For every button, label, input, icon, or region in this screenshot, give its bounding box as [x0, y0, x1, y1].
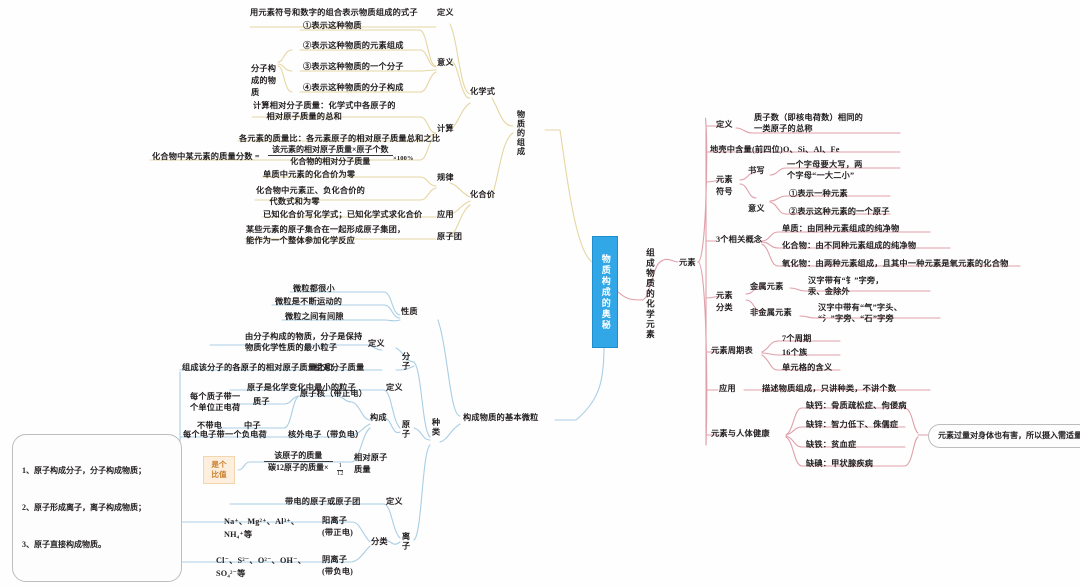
text-health-iron: 缺铁：贫血症	[806, 440, 857, 449]
label-element-definition[interactable]: 定义	[716, 120, 733, 129]
text-formula-calc-1: 计算相对分子质量：化学式中各原子的 相对原子质量的总和	[253, 101, 396, 121]
label-atom-structure[interactable]: 构成	[370, 413, 387, 422]
branch-particles-label[interactable]: 构成物质的基本微粒	[463, 413, 539, 422]
text-symbol-writing: 一个字母要大写，两 个字母“一大二小”	[787, 160, 863, 180]
text-valence-rule-2: 化合物中元素正、负化合价的 代数式和为零	[256, 186, 366, 206]
legend-line-1: 1、原子构成分子，分子构成物质；	[22, 465, 146, 475]
label-extranuclear-electron: 核外电子（带负电）	[288, 430, 364, 439]
text-formula-calc-2: 各元素的质量比：各元素原子的相对原子质量总和之比	[239, 134, 441, 143]
text-formula-meaning-4: ④表示这种物质的分子构成	[303, 83, 404, 92]
text-proton-charge: 每个质子带一 个单位正电荷	[190, 392, 241, 412]
branch-composition-label[interactable]: 物质的组成	[516, 110, 526, 156]
label-three-concepts[interactable]: 3个相关概念	[716, 235, 763, 244]
text-anion-examples: Cl⁻、S²⁻、O²⁻、OH⁻、 SO₄²⁻等	[216, 556, 306, 579]
text-nonmetal-element: 汉字中带有“气”字头、 “氵”字旁、“石”字旁	[818, 303, 903, 323]
text-formula-meaning-1: ①表示这种物质	[303, 21, 362, 30]
node-valence[interactable]: 化合价	[470, 190, 496, 199]
text-property-gap: 微粒之间有间隙	[285, 312, 344, 321]
text-mass-fraction-denominator: 化合物的相对分子质量	[268, 155, 393, 167]
label-valence-application[interactable]: 应用	[437, 210, 454, 219]
node-atom[interactable]: 原子	[401, 420, 411, 439]
label-valence-rule[interactable]: 规律	[437, 173, 454, 182]
text-formula-meaning-2: ②表示这种物质的元素组成	[303, 41, 404, 50]
text-cation-examples: Na⁺、Mg²⁺、Al³⁺、 NH₄⁺等	[224, 517, 300, 540]
label-element-classification[interactable]: 元素 分类	[716, 291, 733, 312]
text-neutron-charge: 不带电	[197, 421, 223, 430]
label-anion: 阴离子 (带负电)	[322, 555, 354, 576]
label-formula-calc[interactable]: 计算	[437, 124, 454, 133]
label-metal-element[interactable]: 金属元素	[750, 282, 784, 291]
text-health-zinc: 缺锌：智力低下、侏儒症	[806, 420, 899, 429]
legend-line-2: 2、原子形成离子，离子构成物质；	[22, 502, 146, 512]
text-ion-definition: 带电的原子或原子团	[285, 497, 361, 506]
label-relative-atomic-mass[interactable]: 相对原子 质量	[354, 453, 388, 474]
label-formula-definition[interactable]: 定义	[437, 8, 454, 17]
label-atomic-group[interactable]: 原子团	[437, 232, 463, 241]
text-health-calcium: 缺钙：骨质疏松症、佝偻病	[806, 401, 907, 410]
label-symbol-meaning[interactable]: 意义	[748, 204, 765, 213]
text-formula-meaning-subject: 分子构 成的物 质	[251, 64, 277, 97]
note-excess-elements: 元素过量对身体也有害，所以摄入需适量	[928, 424, 1080, 449]
text-periodic-cell: 单元格的含义	[782, 363, 833, 372]
label-molecule-definition[interactable]: 定义	[368, 339, 385, 348]
text-concept-element: 单质：由同种元素组成的纯净物	[782, 224, 900, 233]
text-periodic-groups: 16个族	[782, 348, 808, 357]
text-relative-atomic-mass-numerator: 该原子的质量	[274, 451, 323, 460]
text-atom-definition: 原子是化学变化中最小的粒子	[247, 383, 357, 392]
text-symbol-meaning-1: ①表示一种元素	[789, 189, 848, 198]
node-element[interactable]: 元素	[679, 258, 696, 267]
text-symbol-meaning-2: ②表示这种元素的一个原子	[789, 207, 890, 216]
node-ion[interactable]: 离子	[401, 532, 411, 551]
text-crust-content: 地壳中含量(前四位)O、Si、Al、Fe	[710, 145, 840, 154]
label-element-application[interactable]: 应用	[719, 384, 736, 393]
text-valence-rule-1: 单质中元素的化合价为零	[263, 170, 356, 179]
node-chemical-formula[interactable]: 化学式	[470, 87, 496, 96]
text-concept-oxide: 氧化物：由两种元素组成，且其中一种元素是氧元素的化合物	[782, 259, 1009, 268]
text-relative-atomic-mass-denominator: 碳12原子的质量×	[264, 461, 333, 473]
label-neutron: 中子	[244, 421, 261, 430]
label-particle-kinds[interactable]: 种类	[431, 418, 441, 437]
label-element-symbol[interactable]: 元素 符号	[716, 175, 733, 196]
label-nonmetal-element[interactable]: 非金属元素	[750, 308, 792, 317]
text-mass-fraction-tail: ×100%	[393, 155, 414, 162]
root-node[interactable]: 物质构成的奥秘	[592, 236, 618, 348]
label-ion-definition[interactable]: 定义	[386, 497, 403, 506]
label-symbol-writing[interactable]: 书写	[748, 166, 765, 175]
text-valence-application: 已知化合价写化学式；已知化学式求化合价	[263, 210, 423, 219]
label-relative-molecular-mass[interactable]: 相对分子质量	[314, 363, 365, 372]
label-proton: 质子	[253, 397, 270, 406]
text-atomic-group: 某些元素的原子集合在一起形成原子集团， 能作为一个整体参加化学反应	[246, 225, 406, 245]
label-element-health[interactable]: 元素与人体健康	[711, 429, 770, 438]
label-nucleus: 原子核（带正电）	[300, 389, 368, 398]
text-molecule-definition: 由分子构成的物质，分子是保持 物质化学性质的最小粒子	[245, 332, 363, 352]
label-particle-properties[interactable]: 性质	[401, 307, 418, 316]
label-ion-classification[interactable]: 分类	[371, 537, 388, 546]
label-atom-definition[interactable]: 定义	[386, 383, 403, 392]
text-mass-fraction-numerator: 该元素的相对原子质量×原子个数	[272, 145, 389, 154]
tag-is-a-ratio: 是个 比值	[203, 456, 235, 484]
text-metal-element: 汉字带有“钅”字旁， 汞、金除外	[808, 276, 884, 296]
label-formula-meaning[interactable]: 意义	[437, 58, 454, 67]
legend-box: 1、原子构成分子，分子构成物质； 2、原子形成离子，离子构成物质； 3、原子直接…	[12, 434, 182, 583]
text-periodic-periods: 7个周期	[782, 334, 812, 343]
text-electron-charge: 每个电子带一个负电荷	[183, 430, 267, 439]
text-element-definition: 质子数（即核电荷数）相同的 一类原子的总称	[754, 113, 864, 133]
text-mass-fraction-lead: 化合物中某元素的质量分数 =	[152, 152, 260, 161]
node-molecule[interactable]: 分子	[401, 352, 411, 371]
label-cation: 阳离子 (带正电)	[322, 516, 354, 537]
branch-elements-label[interactable]: 组成物质的化学元素	[645, 248, 656, 340]
text-formula-definition: 用元素符号和数字的组合表示物质组成的式子	[250, 8, 418, 17]
text-concept-compound: 化合物：由不同种元素组成的纯净物	[782, 241, 917, 250]
label-periodic-table[interactable]: 元素周期表	[711, 346, 753, 355]
text-relative-molecular-mass: 组成该分子的各原子的相对原子质量之和	[182, 363, 333, 372]
text-formula-meaning-3: ③表示这种物质的一个分子	[303, 62, 404, 71]
legend-line-3: 3、原子直接构成物质。	[22, 540, 106, 550]
text-property-motion: 微粒是不断运动的	[275, 297, 343, 306]
text-property-small: 微粒都很小	[293, 284, 335, 293]
text-health-iodine: 缺碘：甲状腺疾病	[806, 459, 874, 468]
text-element-application: 描述物质组成，只讲种类，不讲个数	[762, 384, 897, 393]
